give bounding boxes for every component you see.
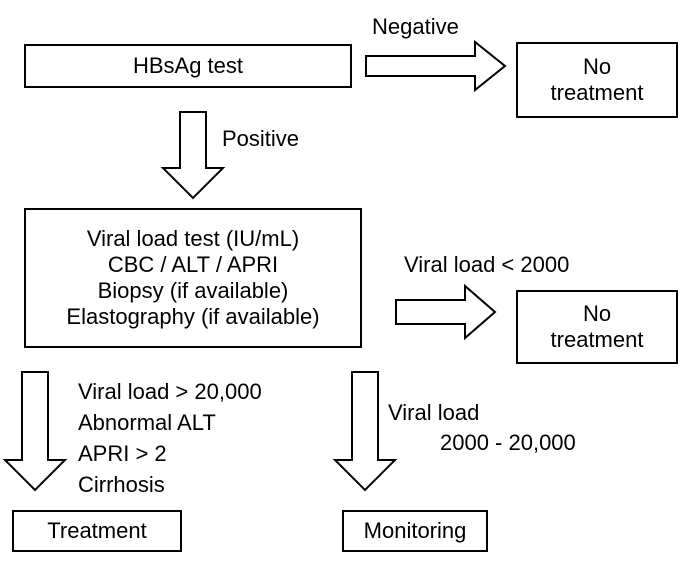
monitoring-box: Monitoring bbox=[342, 510, 488, 552]
workup-line-viral-load: Viral load test (IU/mL) bbox=[86, 226, 300, 251]
no-treatment-line-1: No bbox=[582, 54, 612, 79]
edge-label-viral-load-low: Viral load < 2000 bbox=[404, 252, 570, 277]
arrow-treatment bbox=[2, 371, 68, 492]
edge-label-treat-criteria: Viral load > 20,000 Abnormal ALT APRI > … bbox=[78, 376, 262, 500]
no-treatment-box-top: No treatment bbox=[516, 42, 678, 118]
edge-label-negative: Negative bbox=[372, 14, 459, 39]
hbsag-test-box: HBsAg test bbox=[24, 44, 352, 88]
arrow-negative bbox=[365, 39, 507, 93]
edge-label-positive: Positive bbox=[222, 126, 300, 151]
no-treatment-line-2: treatment bbox=[550, 327, 644, 352]
no-treatment-line-2: treatment bbox=[550, 80, 644, 105]
criteria-abnormal-alt: Abnormal ALT bbox=[78, 410, 216, 435]
edge-label-monitor-line-2: 2000 - 20,000 bbox=[440, 430, 576, 455]
arrow-positive bbox=[160, 111, 226, 200]
monitoring-label: Monitoring bbox=[363, 518, 467, 543]
no-treatment-box-bottom: No treatment bbox=[516, 290, 678, 364]
arrow-viral-low bbox=[395, 283, 497, 341]
criteria-cirrhosis: Cirrhosis bbox=[78, 472, 165, 497]
criteria-apri: APRI > 2 bbox=[78, 441, 167, 466]
workup-line-biopsy: Biopsy (if available) bbox=[97, 278, 289, 303]
treatment-box: Treatment bbox=[12, 510, 182, 552]
criteria-viral-load-high: Viral load > 20,000 bbox=[78, 379, 262, 404]
workup-line-elastography: Elastography (if available) bbox=[66, 304, 320, 329]
workup-box: Viral load test (IU/mL) CBC / ALT / APRI… bbox=[24, 208, 362, 348]
no-treatment-line-1: No bbox=[582, 301, 612, 326]
treatment-label: Treatment bbox=[47, 518, 147, 543]
arrow-monitoring bbox=[332, 371, 398, 492]
edge-label-monitor-line-1: Viral load bbox=[388, 400, 480, 425]
workup-line-cbc: CBC / ALT / APRI bbox=[107, 252, 279, 277]
hbsag-test-label: HBsAg test bbox=[132, 53, 244, 78]
